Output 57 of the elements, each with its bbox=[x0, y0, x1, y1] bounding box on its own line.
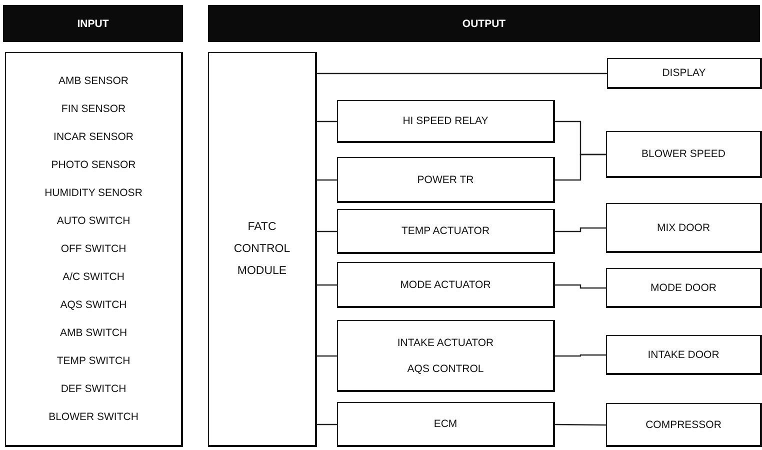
box-label: MIX DOOR bbox=[656, 222, 710, 234]
box-label: MODE DOOR bbox=[650, 282, 716, 294]
connector-line bbox=[317, 230, 337, 232]
block-box bbox=[606, 268, 762, 308]
list-item-text: OFF SWITCH bbox=[60, 243, 126, 255]
list-item-text: BLOWER SWITCH bbox=[48, 411, 138, 423]
input-list-box bbox=[5, 52, 183, 447]
list-item-text: AQS SWITCH bbox=[60, 299, 127, 311]
connector-line bbox=[555, 284, 606, 289]
control-module-box bbox=[208, 52, 317, 447]
header-band bbox=[208, 5, 760, 42]
list-item-text: AMB SWITCH bbox=[60, 327, 128, 339]
block-box bbox=[337, 402, 555, 447]
box-label: MODE ACTUATOR bbox=[400, 278, 491, 290]
box-label: FATC CONTROL MODULE bbox=[232, 220, 292, 279]
list-item-text: INCAR SENSOR bbox=[54, 131, 134, 143]
block-box bbox=[337, 320, 555, 392]
list-item-text: AUTO SWITCH bbox=[56, 215, 130, 227]
block-box bbox=[606, 203, 762, 253]
block-box bbox=[337, 262, 555, 308]
box-label: DISPLAY bbox=[662, 67, 706, 79]
connector-line bbox=[555, 354, 606, 357]
block-box bbox=[337, 157, 555, 203]
list-item-text: AMB SENSOR bbox=[58, 75, 128, 87]
connector-line bbox=[317, 72, 607, 74]
block-box bbox=[607, 58, 762, 89]
box-label: INTAKE DOOR bbox=[648, 348, 720, 360]
list-item-text: TEMP SWITCH bbox=[56, 355, 130, 367]
block-box bbox=[606, 131, 762, 178]
list-item-text: A/C SWITCH bbox=[62, 271, 124, 283]
block-box bbox=[606, 403, 762, 447]
list-item-text: DEF SWITCH bbox=[60, 383, 126, 395]
connector-line bbox=[317, 355, 337, 357]
connector-line bbox=[555, 154, 606, 181]
box-label: TEMP ACTUATOR bbox=[401, 225, 490, 237]
connector-line bbox=[555, 424, 606, 426]
list-item-text: PHOTO SENSOR bbox=[51, 159, 136, 171]
box-label: ECM bbox=[434, 418, 458, 430]
block-box bbox=[606, 335, 762, 375]
connector-line bbox=[317, 424, 337, 426]
connector-line bbox=[317, 179, 337, 181]
box-label: COMPRESSOR bbox=[646, 418, 722, 430]
header-band bbox=[3, 5, 183, 42]
header-text: OUTPUT bbox=[462, 18, 506, 30]
box-label: INTAKE ACTUATOR bbox=[397, 336, 494, 348]
box-label: BLOWER SPEED bbox=[641, 148, 726, 160]
list-item-text: FIN SENSOR bbox=[61, 103, 126, 115]
connector-line bbox=[555, 227, 606, 232]
box-label: HI SPEED RELAY bbox=[402, 115, 488, 127]
box-label: AQS CONTROL bbox=[407, 362, 484, 374]
block-box bbox=[337, 100, 555, 143]
box-label: POWER TR bbox=[417, 174, 474, 186]
connector-line bbox=[317, 120, 337, 122]
connector-line bbox=[317, 284, 337, 286]
header-text: INPUT bbox=[77, 18, 109, 30]
list-item-text: HUMIDITY SENOSR bbox=[44, 187, 142, 199]
block-box bbox=[337, 209, 555, 254]
